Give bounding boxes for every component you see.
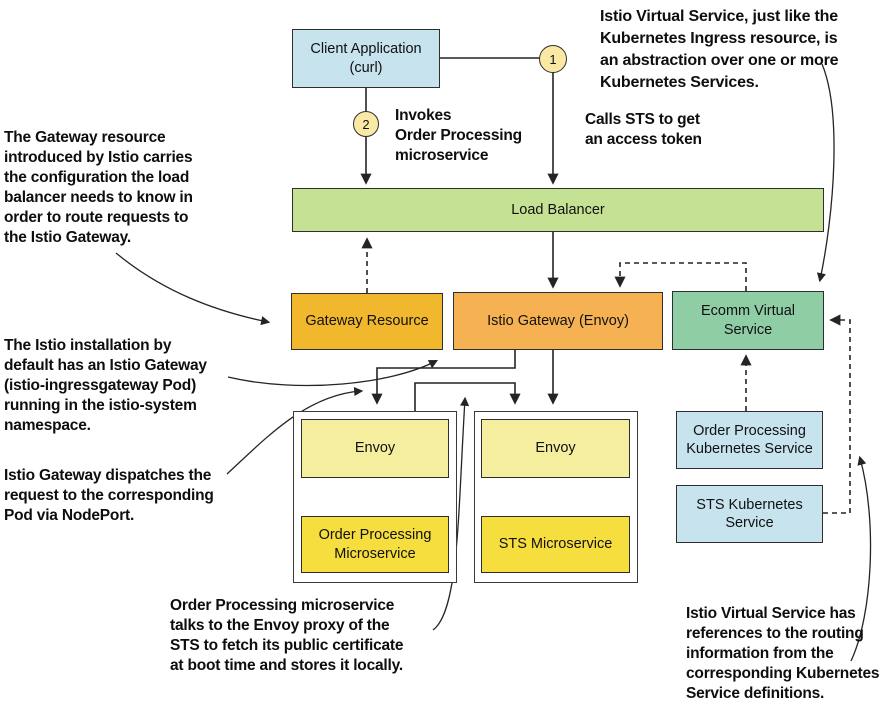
pointer-gateway-resource-note [115,252,271,326]
pointer-istio-installation-note [227,359,439,387]
edge-virtual-service-to-istio-gateway [614,262,747,291]
istio-gateway-node: Istio Gateway (Envoy) [453,292,663,350]
edge-op-pod-to-sts-pod [414,382,521,411]
sts-microservice-node: STS Microservice [481,516,630,573]
pointer-virtual-service-note [816,63,835,283]
edge-sts-k8s-to-virtual-service [823,314,851,514]
gateway-resource-node: Gateway Resource [291,293,443,350]
op-talks-to-sts-envoy-note: Order Processing microservice talks to t… [170,597,404,674]
load-balancer-node: Load Balancer [292,188,824,232]
gateway-resource-config-note: The Gateway resource introduced by Istio… [4,129,193,246]
ecomm-virtual-service-node: Ecomm Virtual Service [672,291,824,350]
virtual-service-abstraction-note: Istio Virtual Service, just like the Kub… [600,8,839,91]
op-envoy-node: Envoy [301,419,449,478]
pointer-dispatch-note [226,386,364,475]
op-microservice-node: Order Processing Microservice [301,516,449,573]
client-application-node: Client Application (curl) [292,29,440,88]
gateway-dispatch-note: Istio Gateway dispatches the request to … [4,467,214,524]
pointer-vs-references-note [850,455,872,662]
edge-istio-gateway-to-op-pod [371,350,516,405]
invokes-op-label: Invokes Order Processing microservice [395,107,522,164]
sts-envoy-node: Envoy [481,419,630,478]
op-kubernetes-service-node: Order Processing Kubernetes Service [676,411,823,469]
vs-references-k8s-note: Istio Virtual Service has references to … [686,605,880,702]
calls-sts-label: Calls STS to get an access token [585,111,702,148]
sts-kubernetes-service-node: STS Kubernetes Service [676,485,823,543]
istio-installation-note: The Istio installation by default has an… [4,337,207,434]
step-2-badge: 2 [353,111,379,137]
step-1-badge: 1 [539,45,567,73]
